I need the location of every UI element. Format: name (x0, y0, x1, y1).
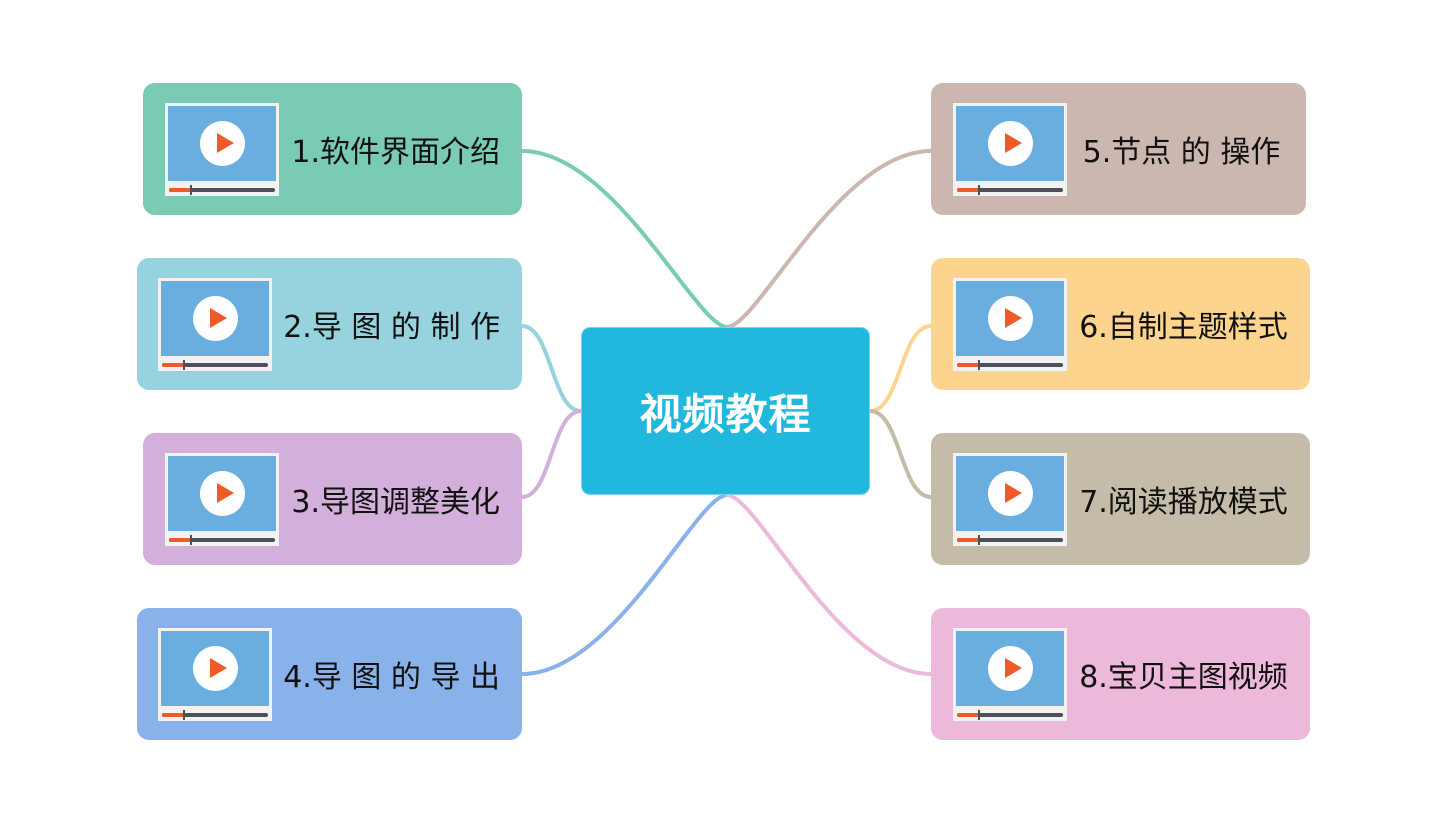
topic-label: 6.自制主题样式 (1079, 310, 1288, 345)
connector-6 (868, 324, 933, 413)
connector-5 (725, 149, 933, 329)
topic-label: 7.阅读播放模式 (1079, 485, 1288, 520)
central-topic[interactable]: 视频教程 (581, 327, 870, 495)
video-player-icon (158, 277, 272, 371)
topic-label: 8.宝贝主图视频 (1079, 660, 1288, 695)
play-icon (988, 470, 1033, 516)
video-player-icon (165, 102, 279, 196)
topic-node-7[interactable]: 7.阅读播放模式 (931, 433, 1310, 565)
video-player-icon (953, 277, 1067, 371)
video-player-icon (158, 627, 272, 721)
play-icon (988, 645, 1033, 691)
video-player-icon (165, 452, 279, 546)
video-player-icon (953, 102, 1067, 196)
connector-3 (520, 409, 583, 499)
connector-2 (520, 324, 583, 413)
connector-4 (520, 493, 729, 676)
connector-7 (868, 409, 933, 499)
play-icon (200, 120, 245, 166)
connector-1 (520, 149, 729, 329)
topic-label: 5.节点 的 操作 (1082, 135, 1281, 170)
topic-node-8[interactable]: 8.宝贝主图视频 (931, 608, 1310, 740)
topic-label: 4.导 图 的 导 出 (283, 660, 500, 695)
topic-node-3[interactable]: 3.导图调整美化 (143, 433, 522, 565)
video-player-icon (953, 627, 1067, 721)
topic-node-6[interactable]: 6.自制主题样式 (931, 258, 1310, 390)
topic-node-2[interactable]: 2.导 图 的 制 作 (137, 258, 522, 390)
video-player-icon (953, 452, 1067, 546)
connector-8 (725, 493, 933, 676)
play-icon (193, 295, 238, 341)
play-icon (988, 295, 1033, 341)
topic-node-5[interactable]: 5.节点 的 操作 (931, 83, 1306, 215)
play-icon (200, 470, 245, 516)
topic-label: 1.软件界面介绍 (291, 135, 500, 170)
play-icon (988, 120, 1033, 166)
play-icon (193, 645, 238, 691)
topic-label: 3.导图调整美化 (291, 485, 500, 520)
topic-node-1[interactable]: 1.软件界面介绍 (143, 83, 522, 215)
topic-node-4[interactable]: 4.导 图 的 导 出 (137, 608, 522, 740)
topic-label: 2.导 图 的 制 作 (283, 310, 500, 345)
